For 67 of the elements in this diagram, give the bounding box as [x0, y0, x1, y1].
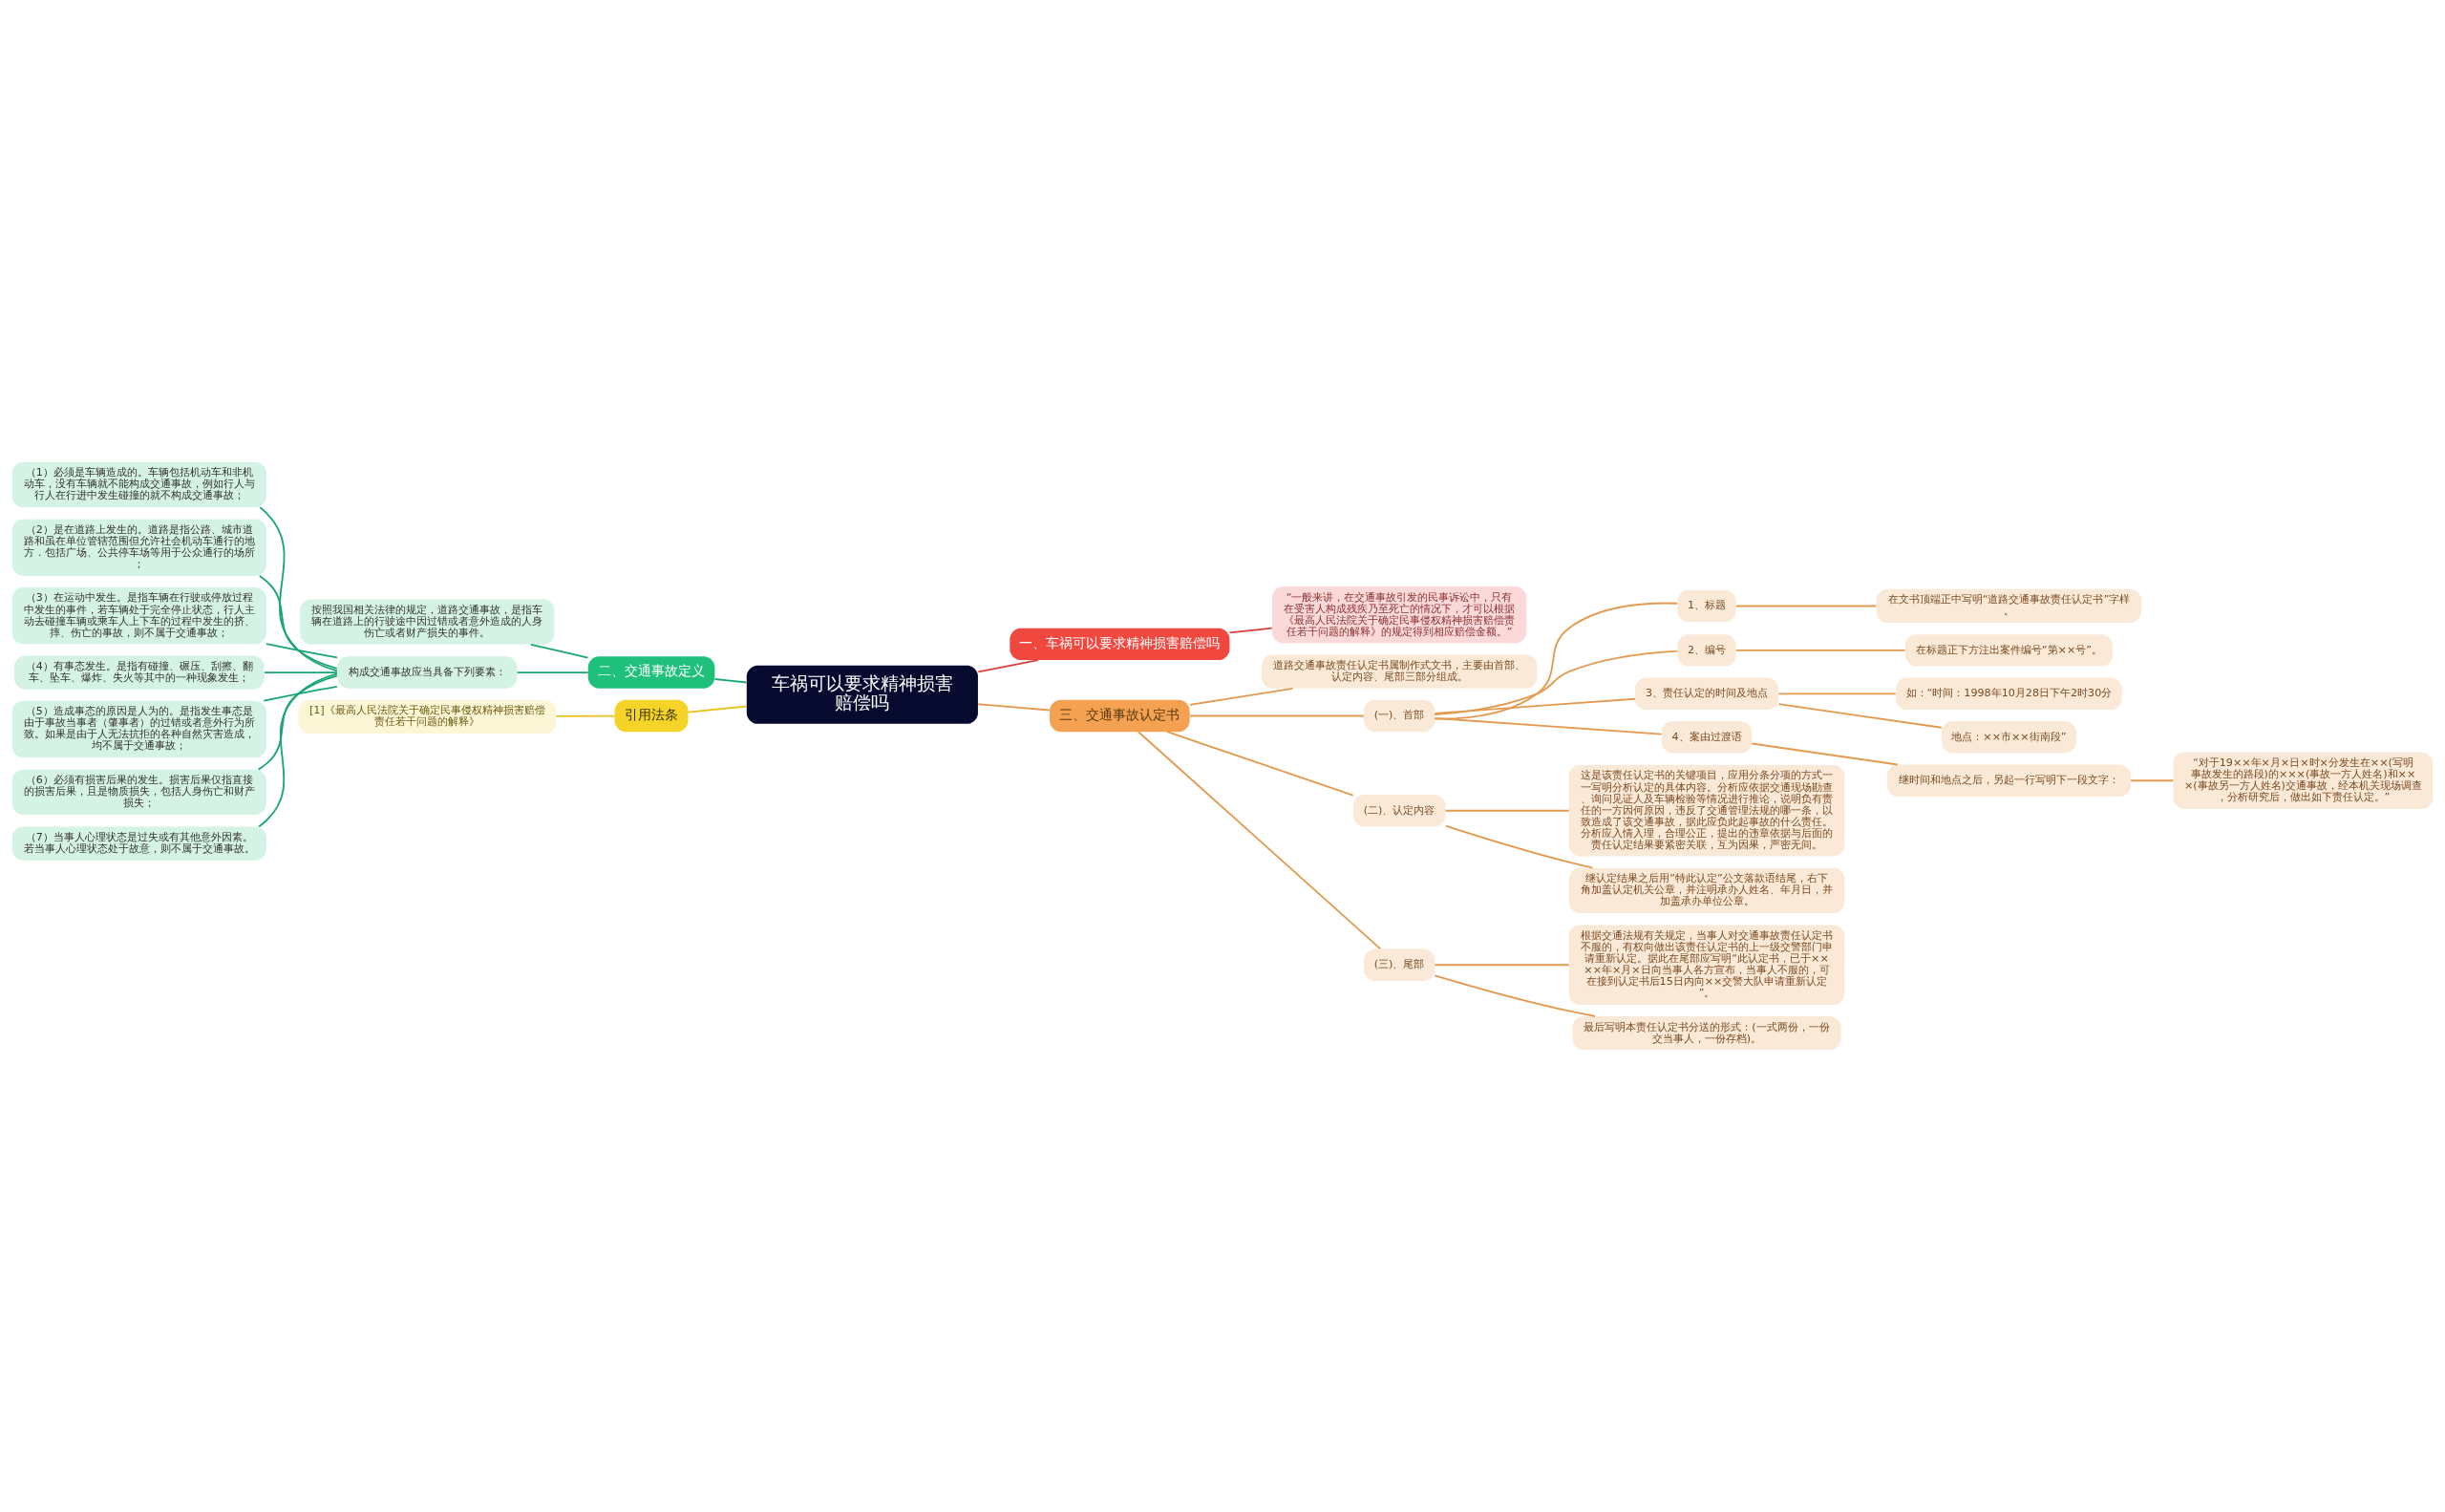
node-box: 按照我国相关法律的规定，道路交通事故，是指车辆在道路上的行驶途中因过错或者意外造成的人身伤亡或者财产损失的事件。 [300, 599, 555, 645]
connector [1228, 627, 1273, 634]
node-box: （3）在运动中发生。是指车辆在行驶或停放过程中发生的事件，若车辆处于完全停止状态，行人主动去碰撞车辆或乘车人上下车的过程中发生的挤、摔、伤亡的事故，则不属于交通事故； [11, 587, 266, 645]
node-box: 继时间和地点之后，另起一行写明下一段文字： [1886, 764, 2131, 797]
connector [2130, 779, 2175, 782]
connector [1751, 742, 1899, 766]
connector [1434, 974, 1597, 1017]
connector [258, 672, 338, 828]
node-box: 一、车祸可以要求精神损害赔偿吗 [1010, 628, 1230, 661]
node-box: 车祸可以要求精神损害赔偿吗 [746, 665, 978, 724]
connector [257, 674, 338, 771]
node-box: 继认定结果之后用“特此认定”公文落款语结尾，右下角加盖认定机关公章，并注明承办人姓名、年月日，并加盖承办单位公章。 [1568, 867, 1845, 913]
connector [259, 506, 338, 672]
connector [1734, 605, 1878, 607]
node-box: “对于19××年×月×日×时×分发生在××(写明事故发生的路段)的×××(事故一方人姓名)和×××(事故另一方人姓名)交通事故，经本机关现场调查，分析研究后，做出如下责任认定。” [2173, 752, 2434, 809]
node-box: 在标题正下方注出案件编号“第××号”。 [1904, 634, 2113, 667]
node-box: 如：“时间：1998年10月28日下午2时30分 [1896, 677, 2122, 710]
node-box: 构成交通事故应当具备下列要素： [337, 656, 518, 689]
node-box: 3、责任认定的时间及地点 [1634, 677, 1779, 710]
node-box: 1、标题 [1677, 589, 1736, 623]
connector [266, 643, 338, 659]
node-box: (三)、尾部 [1364, 948, 1435, 981]
node-box: 这是该责任认定书的关键项目，应用分条分项的方式一一写明分析认定的具体内容。分析应依据交通现场勘查、询问见证人及车辆检验等情况进行推论，说明负有责任的一方因何原因，违反了交通管理法规的哪一条，以致造成了该交通事故，据此应负此起事故的什么责任。分析应入情入理，合理公正，提出的违章依据与后面的责任认定结果要紧密关联，互为因果，严密无间。 [1568, 765, 1845, 857]
node-box: 2、编号 [1677, 634, 1736, 667]
connector [1777, 703, 1943, 729]
node-box: 根据交通法规有关规定，当事人对交通事故责任认定书不服的，有权向做出该责任认定书的上一级交警部门申请重新认定。据此在尾部应写明“此认定书，已于××××年×月×日向当事人各方宣布，当事人不服的，可在接到认定书后15日内向××交警大队申请重新认定”。 [1568, 925, 1845, 1005]
node-box: (二)、认定内容 [1352, 795, 1446, 827]
node-box: 地点：××市××街南段” [1941, 721, 2076, 754]
connector [555, 714, 616, 717]
connector [1444, 824, 1594, 869]
connector [1434, 602, 1679, 720]
connector [1434, 697, 1636, 714]
node-box: （4）有事态发生。是指有碰撞、碾压、刮擦、翻车、坠车、爆炸、失火等其中的一种现象发生； [14, 655, 265, 690]
connector [1434, 964, 1570, 967]
connector [258, 575, 338, 670]
connector [687, 705, 748, 713]
node-box: 三、交通事故认定书 [1050, 699, 1190, 733]
node-box: (一)、首部 [1364, 699, 1435, 733]
node-box: 二、交通事故定义 [587, 656, 715, 689]
connector [977, 659, 1039, 673]
connector [263, 685, 338, 702]
connector [1434, 650, 1679, 716]
connector [1189, 687, 1294, 706]
connector [1137, 731, 1382, 950]
node-box: （6）必须有损害后果的发生。损害后果仅指直接的损害后果，且是物质损失，包括人身伤亡和财产损失； [11, 769, 266, 815]
connector [1166, 731, 1354, 797]
connector [713, 678, 748, 684]
node-box: “一般来讲，在交通事故引发的民事诉讼中，只有在受害人构成残疾乃至死亡的情况下，才可以根据《最高人民法院关于确定民事侵权精神损害赔偿责任若干问题的解释》的规定得到相应赔偿金额。” [1271, 586, 1527, 644]
node-box: （5）造成事态的原因是人为的。是指发生事态是由于事故当事者（肇事者）的过错或者意外行为所致。如果是由于人无法抗拒的各种自然灾害造成，均不属于交通事故； [11, 700, 266, 758]
node-box: （7）当事人心理状态是过失或有其他意外因素。若当事人心理状态处于故意，则不属于交通事故。 [11, 826, 266, 861]
node-box: （1）必须是车辆造成的。车辆包括机动车和非机动车，没有车辆就不能构成交通事故，例如行人与行人在行进中发生碰撞的就不构成交通事故； [11, 461, 266, 508]
connector [516, 671, 589, 673]
connector [263, 671, 338, 673]
connector [1189, 714, 1365, 717]
connector [977, 703, 1051, 712]
connector [1777, 692, 1897, 695]
node-box: 在文书顶端正中写明“道路交通事故责任认定书”字样。 [1876, 588, 2142, 624]
node-box: 4、案由过渡语 [1661, 721, 1753, 754]
node-box: [1]《最高人民法院关于确定民事侵权精神损害赔偿责任若干问题的解释》 [298, 699, 557, 735]
connector [529, 643, 589, 659]
node-box: 引用法条 [614, 699, 689, 733]
node-box: （2）是在道路上发生的。道路是指公路、城市道路和虽在单位管辖范围但允许社会机动车通行的地方．包括广场、公共停车场等用于公众通行的场所； [11, 519, 266, 576]
connector [1444, 809, 1570, 812]
connector [1434, 717, 1663, 735]
connector [1734, 649, 1906, 651]
node-box: 道路交通事故责任认定书属制作式文书，主要由首部、认定内容、尾部三部分组成。 [1261, 654, 1538, 689]
node-box: 最后写明本责任认定书分送的形式：(一式两份，一份交当事人，一份存档)。 [1572, 1016, 1841, 1051]
